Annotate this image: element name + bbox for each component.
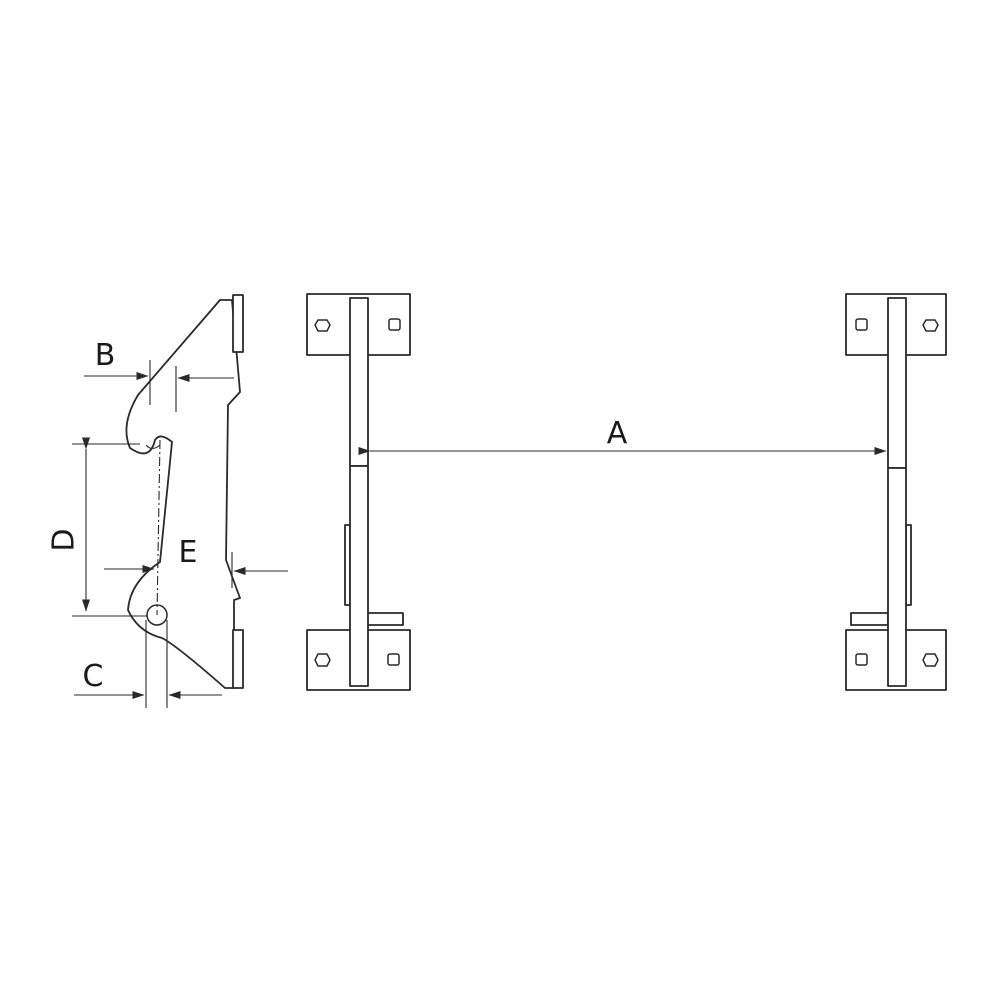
dimension-e xyxy=(104,552,288,588)
bolt-hole xyxy=(314,319,331,332)
side-view xyxy=(125,294,244,689)
dimension-b xyxy=(84,360,234,412)
bolt-hole xyxy=(922,653,939,667)
bolt-hole xyxy=(855,653,868,666)
dimension-c xyxy=(74,620,222,708)
bolt-hole xyxy=(922,319,939,332)
bolt-hole xyxy=(314,653,331,667)
left-bracket xyxy=(306,293,411,691)
left-tab xyxy=(365,612,404,626)
label-c: C xyxy=(83,659,104,694)
bottom-flange xyxy=(232,629,244,689)
label-e: E xyxy=(179,535,198,570)
label-d: D xyxy=(47,528,82,551)
side-plate xyxy=(125,299,241,689)
right-upright-lower xyxy=(887,467,907,687)
right-tab xyxy=(850,612,889,626)
left-upright-lower xyxy=(349,465,369,687)
left-upright-upper xyxy=(349,297,369,467)
bolt-hole xyxy=(855,318,868,331)
top-flange xyxy=(232,294,244,353)
hook-lip-line xyxy=(145,444,161,450)
bolt-hole xyxy=(388,318,401,331)
right-bracket xyxy=(845,293,947,691)
label-a: A xyxy=(607,416,628,451)
center-line xyxy=(156,439,161,616)
dimension-d xyxy=(72,437,148,617)
bolt-hole xyxy=(387,653,400,666)
label-b: B xyxy=(95,338,116,373)
right-upright-upper xyxy=(887,297,907,469)
